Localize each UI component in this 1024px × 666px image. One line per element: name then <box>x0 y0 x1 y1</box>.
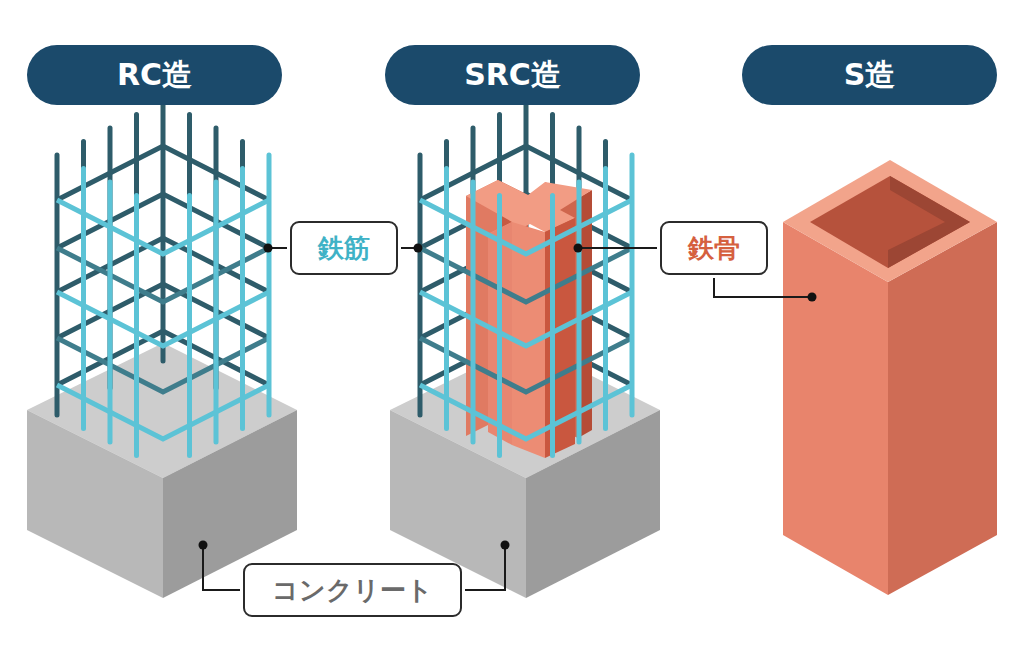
structure-heading: SRC造 <box>385 45 640 105</box>
label-text: 鉄筋 <box>318 231 370 266</box>
heading-text: RC造 <box>117 55 192 96</box>
heading-text: S造 <box>844 55 896 96</box>
rebar-front <box>420 155 632 456</box>
structure-heading: S造 <box>742 45 997 105</box>
steel-box-column <box>783 160 997 595</box>
label-text: コンクリート <box>272 573 433 608</box>
part-label: 鉄筋 <box>290 221 398 275</box>
structure-heading: RC造 <box>27 45 282 105</box>
heading-text: SRC造 <box>464 55 561 96</box>
leader-lines <box>203 248 812 590</box>
rebar-back <box>57 101 269 415</box>
leader-dots <box>199 244 817 550</box>
part-label: 鉄骨 <box>660 221 768 275</box>
part-label: コンクリート <box>243 563 462 617</box>
rebar-front <box>57 155 269 456</box>
label-text: 鉄骨 <box>688 231 740 266</box>
